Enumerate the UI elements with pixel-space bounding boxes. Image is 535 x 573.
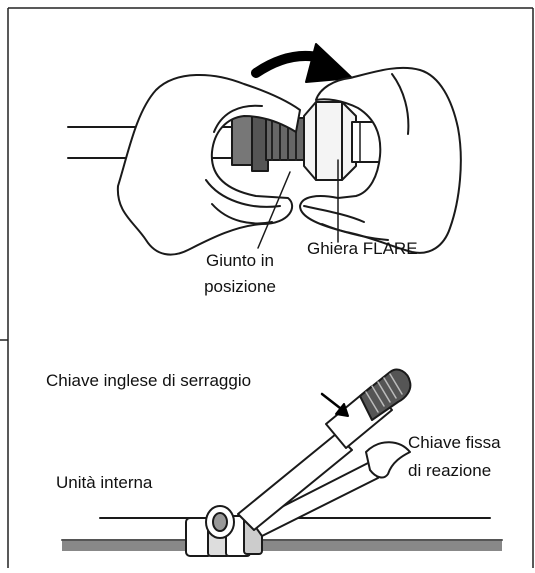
rotation-arrow-icon: [256, 44, 352, 82]
joint-label-line-2: posizione: [190, 276, 290, 298]
torque-wrench-pointer-icon: [322, 394, 348, 416]
flare-nut-label: Ghiera FLARE: [307, 238, 418, 260]
left-hand: [118, 75, 300, 255]
torque-wrench-label: Chiave inglese di serraggio: [46, 370, 251, 392]
fixed-wrench-label-line-1: Chiave fissa: [408, 432, 501, 454]
indoor-unit-label: Unità interna: [56, 472, 152, 494]
flare-nut: [304, 102, 356, 180]
top-illustration: [68, 44, 461, 255]
fixed-wrench-label-line-2: di reazione: [408, 460, 491, 482]
joint-label-line-1: Giunto in: [190, 250, 290, 272]
